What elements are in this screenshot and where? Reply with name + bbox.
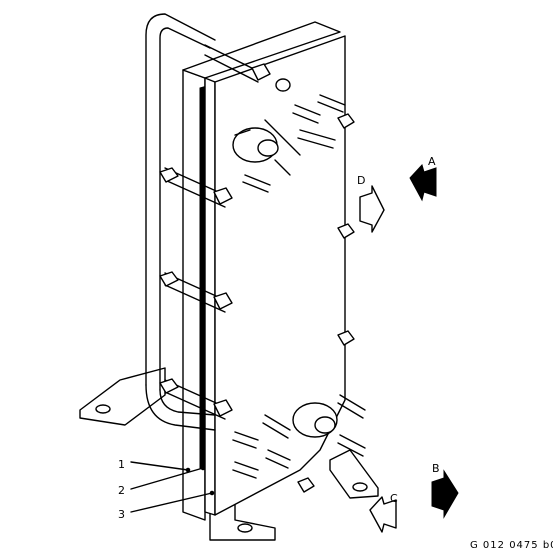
frame-plate [182,21,341,521]
flow-arrow-a [409,164,437,202]
label-flow-c: C [390,492,398,505]
lower-port-bore [314,416,336,434]
bolt-middle-upper [159,271,233,313]
edge-nuts [275,78,355,493]
lower-port [232,394,366,479]
flow-arrow-c [369,496,397,533]
pressure-plate-face [214,35,346,516]
back-foot-hole [352,482,368,492]
flow-arrow-b [431,469,459,519]
pressure-plate-edge [204,77,216,516]
label-flow-d: D [357,174,365,187]
tightening-bolts [159,44,271,420]
label-flow-a: A [428,155,436,168]
callout-leaders [130,461,215,513]
left-foot-hole [95,404,111,414]
left-foot [79,367,166,426]
label-part-3: 3 [118,508,125,521]
upper-port-bore [257,139,279,157]
front-foot-hole [237,523,253,533]
right-foot-back [329,449,379,499]
label-part-2: 2 [118,484,125,497]
bolt-lower [159,378,233,420]
label-part-1: 1 [118,458,125,471]
bolt-top [204,44,271,83]
flow-arrow-d [359,185,385,233]
bolt-upper [159,167,233,208]
connecting-pipe [145,13,216,431]
label-flow-b: B [432,462,440,475]
reference-code: G 012 0475 b0 [470,540,553,551]
upper-port [232,94,346,193]
